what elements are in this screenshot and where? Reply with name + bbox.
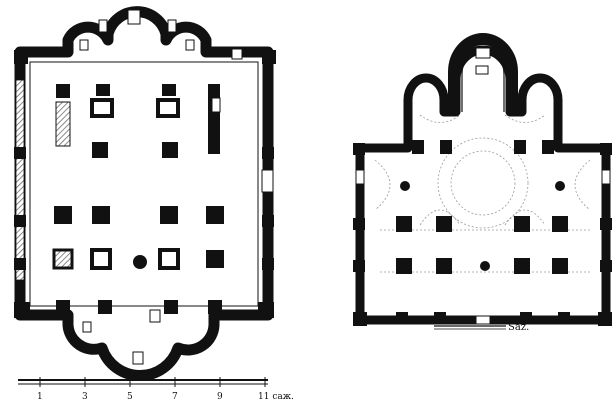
- right-openings: [355, 169, 611, 325]
- left-inner-outline: [29, 61, 259, 307]
- right-outer-wall: [355, 45, 611, 325]
- left-piers: [52, 84, 224, 270]
- scale-tick-5: 5: [127, 392, 133, 402]
- right-vault-lines: [374, 114, 591, 273]
- right-piers: [396, 181, 568, 274]
- scale-tick-7: 7: [172, 392, 178, 402]
- scale-tick-11-unit: 11 сaж.: [258, 392, 294, 402]
- left-church-plan: 1 3 5 7 9 11 сaж.: [14, 6, 294, 402]
- left-openings: [79, 9, 274, 365]
- right-central-apse: [448, 33, 518, 112]
- scale-tick-9: 9: [217, 392, 223, 402]
- scale-tick-3: 3: [82, 392, 88, 402]
- right-scale-label: Sаž.: [508, 322, 529, 333]
- left-hatched-wall: [15, 79, 25, 281]
- right-apse-niche: [475, 65, 489, 75]
- right-apse-window: [475, 47, 491, 59]
- left-outer-wall: [14, 6, 274, 381]
- scale-tick-1: 1: [37, 392, 43, 402]
- left-pilasters: [14, 50, 276, 318]
- left-scale-bar: 1 3 5 7 9 11 сaж.: [18, 377, 294, 402]
- right-scale-bar: Sаž.: [434, 322, 529, 333]
- right-church-plan: Sаž.: [353, 33, 612, 333]
- right-pilasters: [353, 140, 612, 326]
